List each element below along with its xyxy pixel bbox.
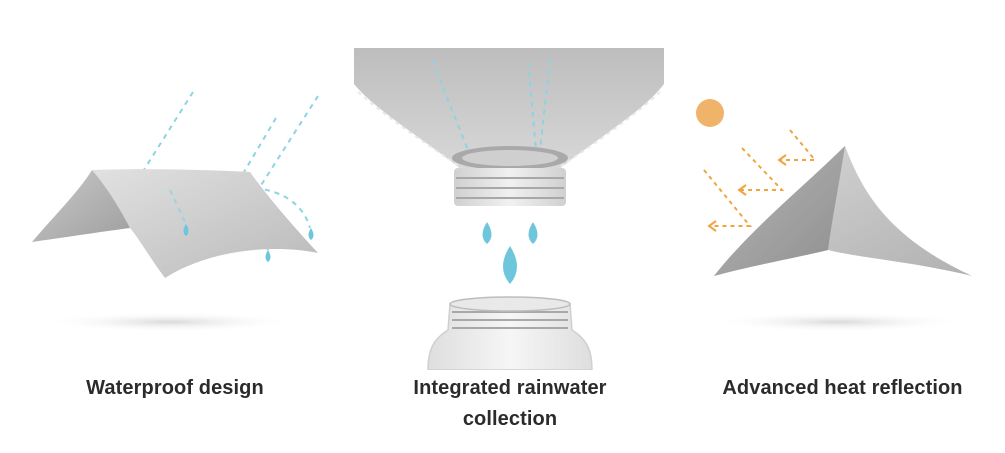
waterproof-tarp-icon xyxy=(32,91,319,332)
rainwater-funnel-icon xyxy=(354,48,664,370)
feature-caption: Waterproof design xyxy=(86,377,264,399)
feature-heat-reflection: Advanced heat reflection xyxy=(680,0,1005,453)
feature-caption: Advanced heat reflection xyxy=(722,377,963,399)
feature-rainwater-collection: Integrated rainwater collection xyxy=(340,0,680,453)
feature-waterproof: Waterproof design xyxy=(0,0,350,453)
feature-caption: Integrated rainwater collection xyxy=(413,377,607,430)
heat-reflection-tarp-icon xyxy=(696,99,972,332)
sun-icon xyxy=(696,99,724,127)
